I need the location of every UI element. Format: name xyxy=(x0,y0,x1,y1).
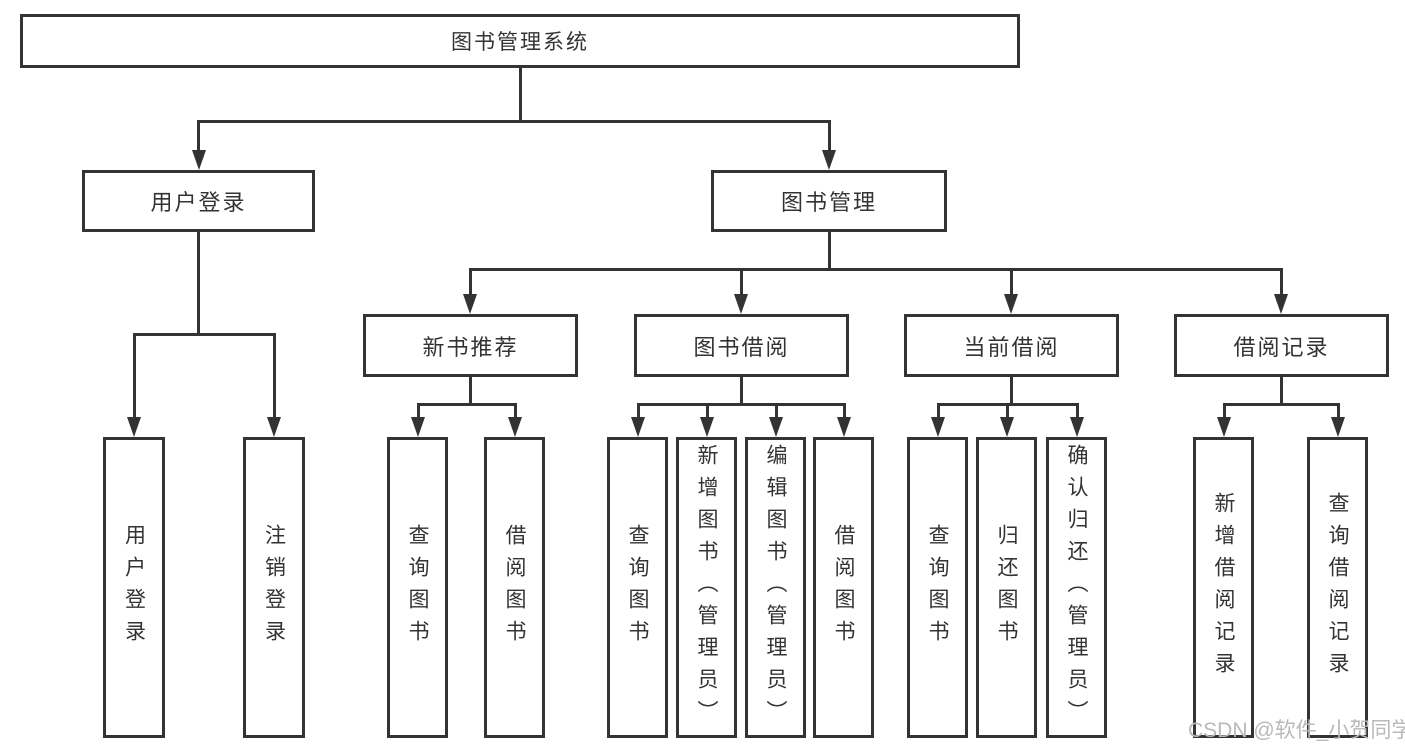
leaf-query-books-recommend: 查询图书 xyxy=(387,437,448,738)
down-arrowhead xyxy=(1070,417,1084,437)
connector-leaf-line xyxy=(417,403,420,420)
leaf-edit-books-admin: 编辑图书（管理员） xyxy=(745,437,806,738)
down-arrowhead xyxy=(508,417,522,437)
connector-leaf-line xyxy=(514,403,517,420)
connector-leaf-line xyxy=(1337,403,1340,420)
leaf-query-books-current: 查询图书 xyxy=(907,437,968,738)
down-arrowhead xyxy=(837,417,851,437)
connector-leaf-line xyxy=(706,403,709,420)
down-arrowhead xyxy=(631,417,645,437)
connector-leaf-line xyxy=(937,403,940,420)
connector-user-login-stub xyxy=(197,232,200,336)
connector-to-new-book xyxy=(469,268,472,299)
connector-to-leaf-logout xyxy=(273,333,276,421)
connector-new-book-rail xyxy=(417,403,517,406)
down-arrowhead xyxy=(463,294,477,314)
csdn-watermark: CSDN @软件_小贺同学 xyxy=(1188,719,1405,742)
leaf-return-books: 归还图书 xyxy=(976,437,1037,738)
down-arrowhead xyxy=(1004,294,1018,314)
connector-borrow-records-stub xyxy=(1280,377,1283,404)
down-arrowhead xyxy=(700,417,714,437)
down-arrowhead xyxy=(127,417,141,437)
connector-to-user-login xyxy=(197,120,200,154)
connector-new-book-stub xyxy=(469,377,472,404)
leaf-borrow-books-recommend: 借阅图书 xyxy=(484,437,545,738)
node-user-login: 用户登录 xyxy=(82,170,315,232)
node-new-book-recommend: 新书推荐 xyxy=(363,314,578,377)
down-arrowhead xyxy=(267,417,281,437)
down-arrowhead xyxy=(1217,417,1231,437)
connector-current-borrow-stub xyxy=(1010,377,1013,404)
leaf-query-borrow-record: 查询借阅记录 xyxy=(1307,437,1368,738)
down-arrowhead xyxy=(192,150,206,170)
connector-root-stub xyxy=(519,68,522,121)
leaf-logout: 注销登录 xyxy=(243,437,305,738)
node-borrow-records: 借阅记录 xyxy=(1174,314,1389,377)
connector-level3-rail xyxy=(469,268,1283,271)
node-book-borrow: 图书借阅 xyxy=(634,314,849,377)
connector-book-mgmt-stub xyxy=(828,232,831,271)
node-root-system: 图书管理系统 xyxy=(20,14,1020,68)
connector-borrow-records-rail xyxy=(1223,403,1340,406)
node-current-borrow: 当前借阅 xyxy=(904,314,1119,377)
connector-level2-rail xyxy=(197,120,830,123)
leaf-add-books-admin: 新增图书（管理员） xyxy=(676,437,737,738)
connector-to-book-management xyxy=(828,120,831,154)
down-arrowhead xyxy=(411,417,425,437)
connector-leaf-line xyxy=(843,403,846,420)
leaf-query-books-borrow: 查询图书 xyxy=(607,437,668,738)
leaf-user-login: 用户登录 xyxy=(103,437,165,738)
leaf-borrow-books: 借阅图书 xyxy=(813,437,874,738)
connector-user-login-rail xyxy=(133,333,276,336)
connector-to-current-borrow xyxy=(1010,268,1013,299)
connector-book-borrow-stub xyxy=(740,377,743,404)
connector-to-book-borrow xyxy=(740,268,743,299)
down-arrowhead xyxy=(822,150,836,170)
down-arrowhead xyxy=(769,417,783,437)
connector-to-leaf-user-login xyxy=(133,333,136,421)
connector-to-borrow-records xyxy=(1280,268,1283,299)
down-arrowhead xyxy=(1274,294,1288,314)
down-arrowhead xyxy=(931,417,945,437)
connector-book-borrow-rail xyxy=(637,403,846,406)
connector-leaf-line xyxy=(1223,403,1226,420)
leaf-add-borrow-record: 新增借阅记录 xyxy=(1193,437,1254,738)
node-book-management: 图书管理 xyxy=(711,170,947,232)
leaf-confirm-return-admin: 确认归还（管理员） xyxy=(1046,437,1107,738)
down-arrowhead xyxy=(1331,417,1345,437)
down-arrowhead xyxy=(734,294,748,314)
connector-leaf-line xyxy=(1006,403,1009,420)
connector-leaf-line xyxy=(1076,403,1079,420)
connector-leaf-line xyxy=(637,403,640,420)
connector-leaf-line xyxy=(775,403,778,420)
down-arrowhead xyxy=(1000,417,1014,437)
